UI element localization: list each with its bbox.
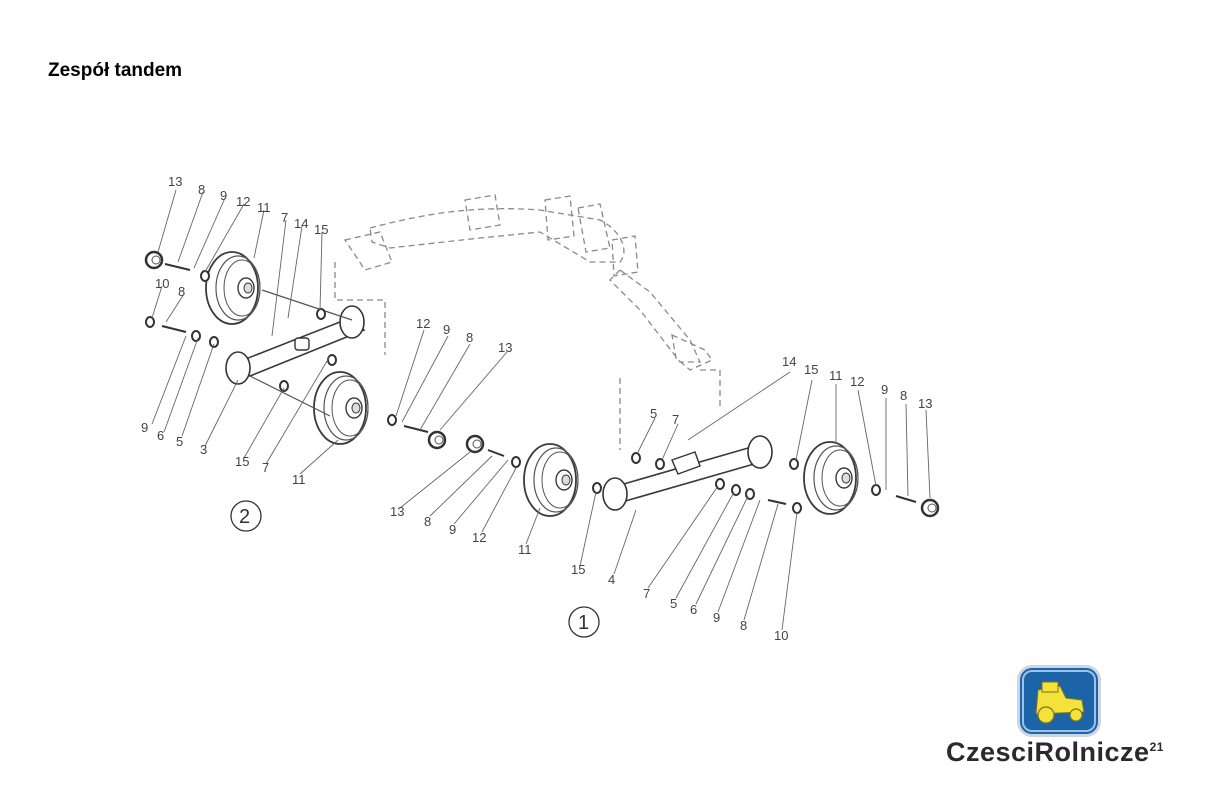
part-label: 7 — [672, 412, 679, 427]
part-label: 12 — [236, 194, 250, 209]
part-label: 13 — [498, 340, 512, 355]
part-label: 9 — [881, 382, 888, 397]
part-label: 6 — [690, 602, 697, 617]
part-label: 11 — [292, 472, 306, 487]
part-label: 8 — [198, 182, 205, 197]
part-label: 10 — [155, 276, 169, 291]
tractor-frame-outline — [334, 194, 721, 450]
assembly-2-parts — [144, 250, 447, 450]
part-label: 6 — [157, 428, 164, 443]
part-label: 12 — [850, 374, 864, 389]
part-label: 7 — [643, 586, 650, 601]
part-label: 14 — [782, 354, 796, 369]
part-label: 15 — [314, 222, 328, 237]
part-label: 9 — [141, 420, 148, 435]
tractor-icon — [1022, 670, 1096, 732]
part-label: 13 — [168, 174, 182, 189]
part-label: 9 — [449, 522, 456, 537]
part-label: 13 — [390, 504, 404, 519]
part-label: 12 — [416, 316, 430, 331]
part-label: 7 — [281, 210, 288, 225]
part-label: 4 — [608, 572, 615, 587]
part-label: 14 — [294, 216, 308, 231]
part-label: 7 — [262, 460, 269, 475]
part-label: 9 — [443, 322, 450, 337]
part-label: 8 — [900, 388, 907, 403]
assembly-marker-1: 1 — [568, 606, 600, 638]
part-label: 15 — [571, 562, 585, 577]
assembly-marker-2: 2 — [230, 500, 262, 532]
svg-text:2: 2 — [239, 506, 250, 528]
part-label: 8 — [178, 284, 185, 299]
page-title: Zespół tandem — [48, 60, 183, 81]
part-label: 13 — [918, 396, 932, 411]
svg-text:1: 1 — [578, 612, 589, 634]
part-label: 10 — [774, 628, 788, 643]
part-label: 8 — [740, 618, 747, 633]
brand-logo: CzesciRolnicze21 — [940, 665, 1190, 775]
logo-text: CzesciRolnicze21 — [946, 737, 1164, 767]
part-label: 5 — [176, 434, 183, 449]
part-label: 12 — [472, 530, 486, 545]
part-label: 5 — [670, 596, 677, 611]
part-label: 3 — [200, 442, 207, 457]
part-label: 8 — [424, 514, 431, 529]
part-label: 11 — [518, 542, 532, 557]
part-label: 11 — [829, 368, 843, 383]
part-labels: 13 8 9 12 11 7 14 15 10 8 12 9 8 13 9 6 … — [141, 174, 932, 643]
part-label: 5 — [650, 406, 657, 421]
logo-badge — [1020, 668, 1098, 734]
part-label: 9 — [713, 610, 720, 625]
part-label: 15 — [804, 362, 818, 377]
assembly-1-parts — [465, 434, 940, 518]
leader-lines — [151, 189, 931, 631]
part-label: 8 — [466, 330, 473, 345]
part-label: 9 — [220, 188, 227, 203]
part-label: 15 — [235, 454, 249, 469]
part-label: 11 — [257, 200, 271, 215]
